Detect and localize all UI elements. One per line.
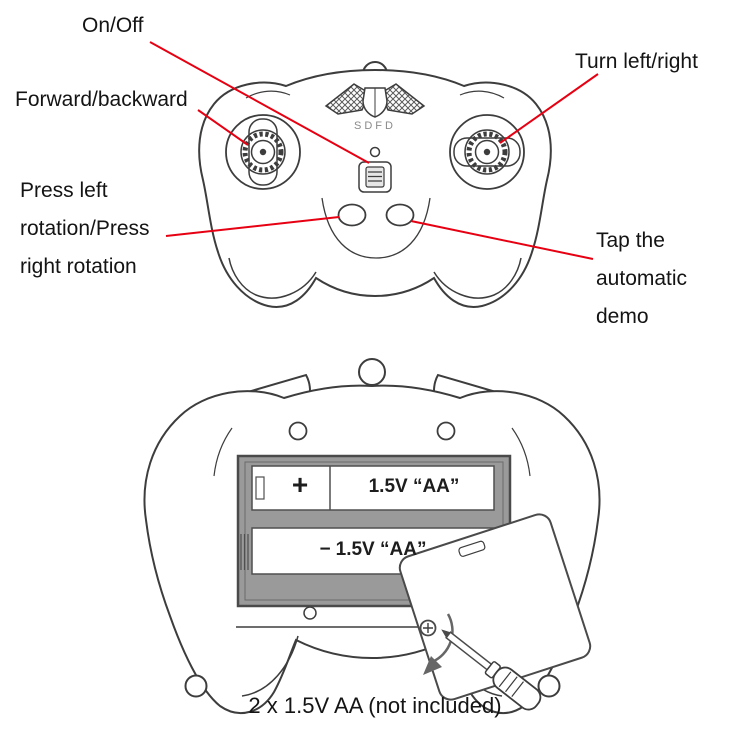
battery-slot-top [251, 465, 495, 511]
annotation-lines [149, 41, 599, 260]
back-screw-hole-top-left [288, 421, 308, 441]
front-controller: SDFD [198, 61, 552, 308]
front-right-grip-contour [433, 257, 522, 299]
brand-text: SDFD [354, 120, 396, 132]
back-left-side-line [213, 427, 233, 477]
label-rotation-line1: Press left [20, 179, 108, 202]
label-auto-demo-line1: Tap the [596, 229, 665, 252]
label-forward-backward: Forward/backward [15, 88, 188, 111]
on-off-leader-line [149, 41, 370, 164]
label-auto-demo-line3: demo [596, 305, 649, 328]
screwdriver-tip [441, 629, 451, 638]
screwdriver [441, 629, 542, 711]
back-right-side-line [511, 427, 531, 477]
battery-contact-springs-left [240, 534, 249, 570]
label-auto-demo-line2: automatic [596, 267, 688, 290]
auto-demo-button [385, 203, 415, 227]
battery-top-label: 1.5V “AA” [368, 476, 460, 497]
battery-bottom-sign: − [319, 539, 331, 560]
battery-bottom-text: 1.5V “AA” [335, 539, 427, 560]
battery-cover-clip [458, 540, 486, 557]
battery-bottom-label: −1.5V “AA” [252, 539, 494, 561]
right-stick [449, 114, 525, 190]
forward-leader-line [197, 109, 249, 146]
screwdriver-handle [492, 666, 542, 711]
back-screw-hole-bottom-left [184, 674, 208, 698]
battery-terminal-nub [255, 476, 265, 500]
back-top-dome [358, 358, 386, 386]
left-stick [225, 114, 301, 190]
power-switch [358, 161, 392, 193]
front-right-shoulder-line [459, 90, 505, 99]
rotation-leader-line [165, 216, 340, 237]
back-left-grip-contour [241, 635, 299, 697]
label-rotation: Press left rotation/Press right rotation [20, 172, 150, 286]
back-screw-hole-top-right [436, 421, 456, 441]
front-left-grip-contour [228, 257, 317, 299]
back-screw-hole-bottom-right [537, 674, 561, 698]
front-center-panel-line [321, 197, 431, 259]
left-rotation-button [337, 203, 367, 227]
turn-leader-line [499, 73, 599, 144]
back-controller [143, 358, 601, 715]
demo-leader-line [410, 220, 594, 260]
cover-screw [419, 619, 437, 637]
battery-caption: 2 x 1.5V AA (not included) [248, 693, 502, 718]
label-rotation-line2: rotation/Press [20, 217, 150, 240]
label-auto-demo: Tap the automatic demo [596, 222, 687, 336]
label-turn-left-right: Turn left/right [575, 50, 698, 73]
label-on-off: On/Off [82, 14, 144, 37]
battery-top-sign: + [291, 469, 309, 500]
cover-screw-hole [303, 606, 317, 620]
label-rotation-line3: right rotation [20, 255, 137, 278]
power-led [369, 146, 381, 158]
